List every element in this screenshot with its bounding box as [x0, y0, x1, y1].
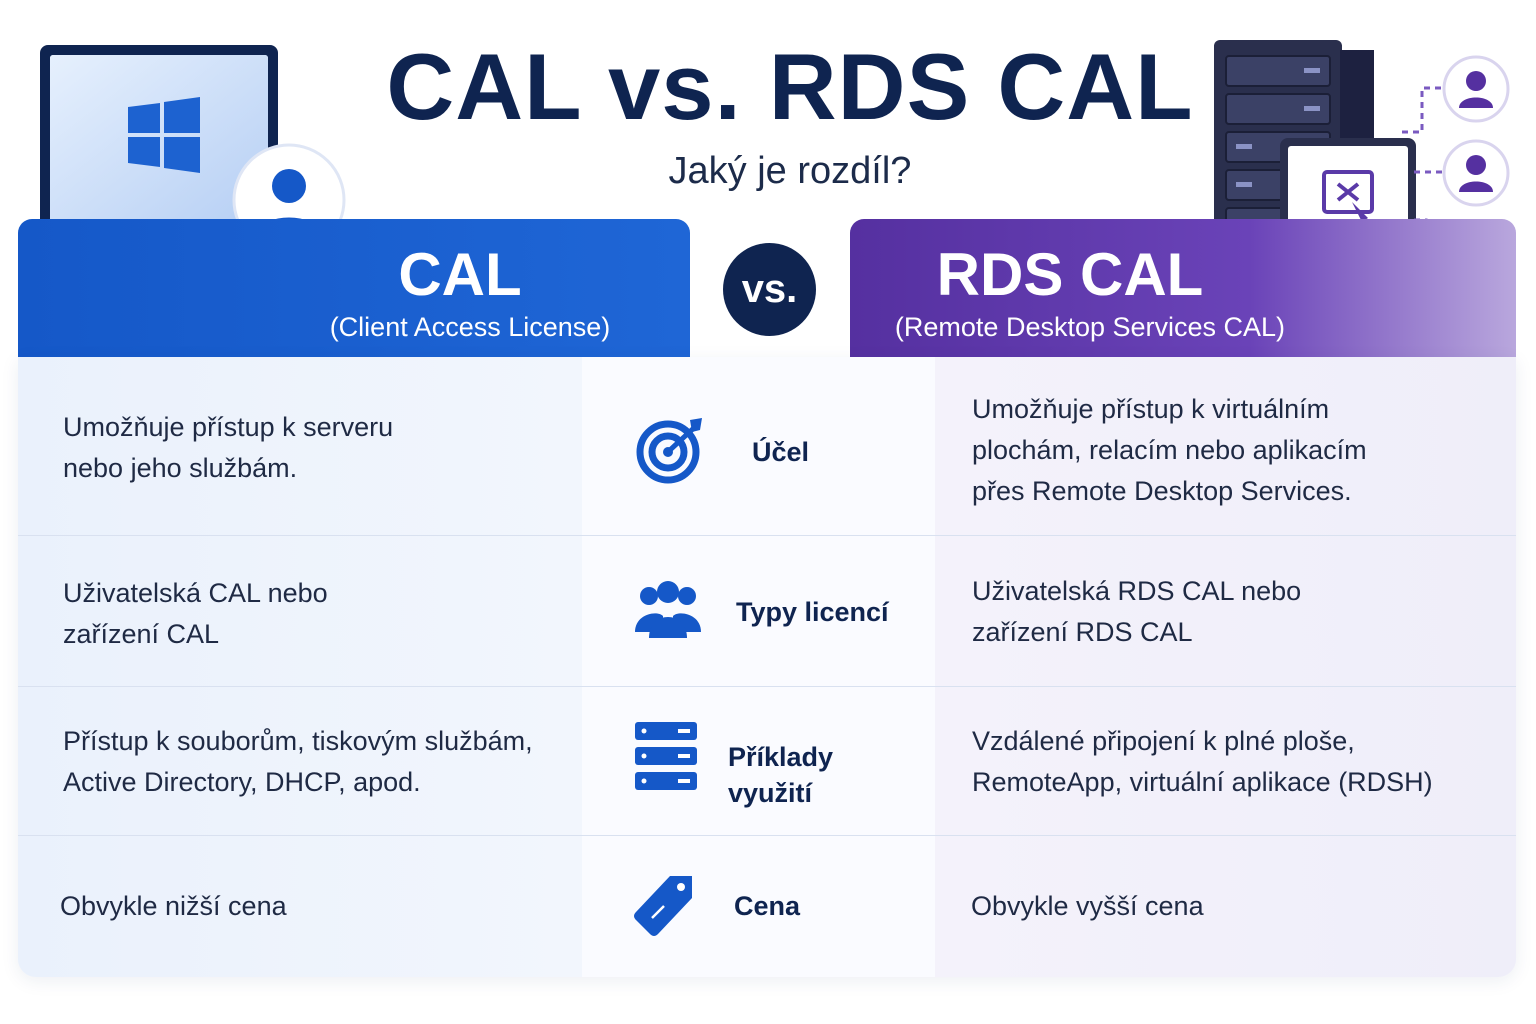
windows-monitor-icon — [40, 45, 278, 275]
users-group-icon — [635, 581, 701, 638]
page-title: CAL vs. RDS CAL — [386, 34, 1194, 139]
rds-cal-column — [935, 357, 1516, 977]
cell-line: Vzdálené připojení k plné ploše, — [972, 726, 1355, 756]
row-label-purpose: Účel — [752, 437, 810, 467]
rds-use-cases-cell: Vzdálené připojení k plné ploše, RemoteA… — [972, 721, 1502, 803]
rds-cal-header-title: RDS CAL — [936, 241, 1204, 308]
cal-price-cell: Obvykle nižší cena — [60, 886, 560, 927]
cal-header-title: CAL — [398, 241, 522, 308]
rds-license-types-cell: Uživatelská RDS CAL nebo zařízení RDS CA… — [972, 571, 1492, 653]
cell-line: Active Directory, DHCP, apod. — [63, 767, 421, 797]
target-icon — [636, 418, 702, 484]
cell-line: RemoteApp, virtuální aplikace (RDSH) — [972, 767, 1433, 797]
rds-purpose-cell: Umožňuje přístup k virtuálním plochám, r… — [972, 389, 1492, 512]
cell-line: přes Remote Desktop Services. — [972, 476, 1352, 506]
remote-user-icon — [1442, 55, 1510, 123]
server-stack-icon — [635, 722, 697, 790]
cell-line: Umožňuje přístup k serveru — [63, 412, 394, 442]
row-label-use-cases: Příklady využití — [728, 742, 834, 808]
cal-header-subtitle: (Client Access License) — [329, 312, 611, 342]
rds-cal-header-band — [850, 219, 1516, 357]
cal-license-types-cell: Uživatelská CAL nebo zařízení CAL — [63, 573, 563, 655]
cal-use-cases-cell: Přístup k souborům, tiskovým službám, Ac… — [63, 721, 583, 803]
comparison-table — [18, 357, 1516, 977]
cell-line: Uživatelská CAL nebo — [63, 578, 328, 608]
rds-cal-header-subtitle: (Remote Desktop Services CAL) — [894, 312, 1286, 342]
cal-header-band — [18, 219, 690, 357]
price-tag-icon — [634, 876, 692, 936]
cal-purpose-cell: Umožňuje přístup k serveru nebo jeho slu… — [63, 407, 563, 489]
cell-line: Umožňuje přístup k virtuálním — [972, 394, 1330, 424]
rds-price-cell: Obvykle vyšší cena — [971, 886, 1491, 927]
cell-line: Přístup k souborům, tiskovým službám, — [63, 726, 533, 756]
cell-line: Obvykle nižší cena — [60, 891, 287, 921]
remote-user-icon — [1442, 139, 1510, 207]
cell-line: Obvykle vyšší cena — [971, 891, 1204, 921]
row-label-price: Cena — [734, 891, 801, 921]
cell-line: nebo jeho službám. — [63, 453, 298, 483]
cell-line: Uživatelská RDS CAL nebo — [972, 576, 1302, 606]
row-divider — [18, 535, 1516, 536]
cal-column — [18, 357, 582, 977]
row-divider — [18, 686, 1516, 687]
vs-badge: vs. — [723, 243, 816, 336]
cell-line: zařízení CAL — [63, 619, 220, 649]
page-subtitle: Jaký je rozdíl? — [668, 150, 912, 192]
cell-line: plochám, relacím nebo aplikacím — [972, 435, 1367, 465]
cell-line: zařízení RDS CAL — [972, 617, 1193, 647]
row-label-license-types: Typy licencí — [736, 597, 889, 627]
row-divider — [18, 835, 1516, 836]
